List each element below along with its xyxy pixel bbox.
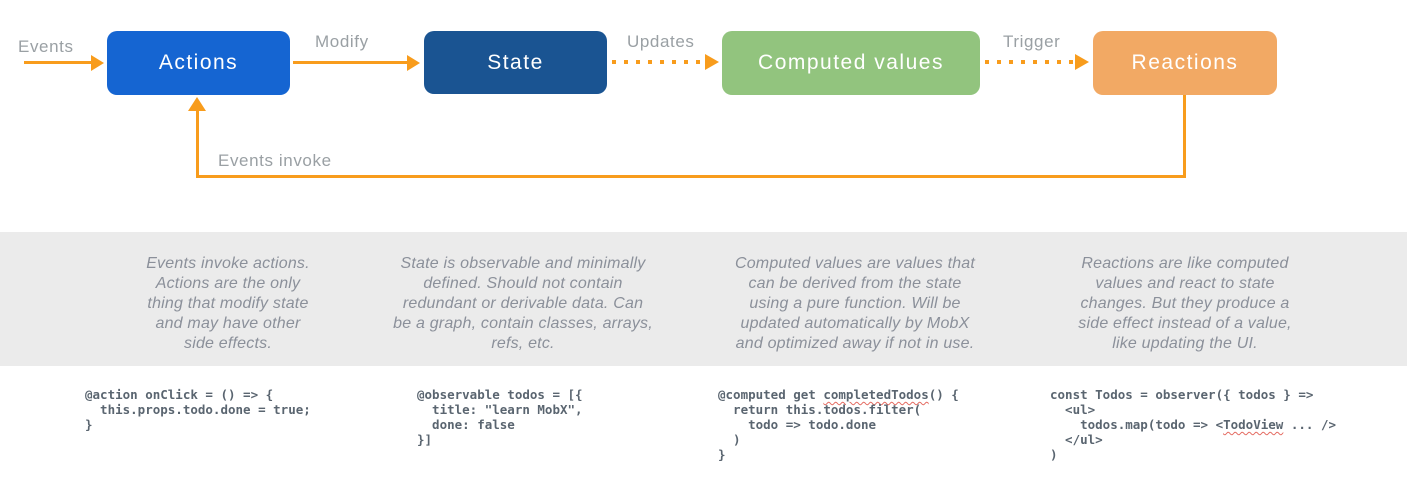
feedback-line-down — [1183, 95, 1186, 178]
code-snippet-computed-before: @computed get — [718, 387, 824, 402]
node-computed-values-label: Computed values — [758, 51, 944, 74]
node-actions: Actions — [107, 31, 290, 95]
edge-label-trigger: Trigger — [1003, 32, 1061, 51]
code-examples-row: @action onClick = () => { this.props.tod… — [0, 366, 1407, 483]
code-snippet-observer-misspelled-word: TodoView — [1223, 417, 1284, 432]
node-reactions: Reactions — [1093, 31, 1277, 95]
description-state: State is observable and minimally define… — [393, 255, 653, 352]
arrow-events-to-actions — [24, 61, 91, 64]
code-snippet-action: @action onClick = () => { this.props.tod… — [85, 387, 311, 432]
node-actions-label: Actions — [158, 51, 239, 74]
node-computed-values: Computed values — [722, 31, 980, 95]
code-snippet-computed-after: () { return this.todos.filter( todo => t… — [718, 387, 959, 462]
edge-label-events-invoke: Events invoke — [218, 151, 332, 170]
mobx-flow-diagram: Events Actions Modify State Updates Comp… — [0, 0, 1407, 232]
description-actions: Events invoke actions. Actions are the o… — [146, 255, 310, 352]
code-snippet-observable: @observable todos = [{ title: "learn Mob… — [417, 387, 583, 447]
node-state-label: State — [487, 50, 544, 74]
code-snippet-computed: @computed get completedTodos() { return … — [718, 387, 959, 462]
edge-label-updates: Updates — [627, 32, 695, 51]
dotted-arrow-computed-to-reactions — [985, 60, 1074, 64]
edge-label-modify: Modify — [315, 32, 369, 51]
code-snippet-observable-text: @observable todos = [{ title: "learn Mob… — [417, 387, 583, 447]
description-reactions: Reactions are like computed values and r… — [1078, 255, 1292, 352]
feedback-arrowhead-up — [188, 97, 206, 111]
code-snippet-observer: const Todos = observer({ todos } => <ul>… — [1050, 387, 1336, 462]
feedback-line-up — [196, 109, 199, 178]
description-computed-values: Computed values are values that can be d… — [734, 255, 976, 352]
dotted-arrow-state-to-computed — [612, 60, 704, 64]
code-snippet-observer-after: ... /> </ul> ) — [1050, 417, 1336, 462]
description-band: Events invoke actions. Actions are the o… — [0, 232, 1407, 366]
code-snippet-observer-before: const Todos = observer({ todos } => <ul>… — [1050, 387, 1314, 432]
feedback-line-across — [196, 175, 1186, 178]
code-snippet-computed-misspelled-word: completedTodos — [823, 387, 929, 402]
code-snippet-action-text: @action onClick = () => { this.props.tod… — [85, 387, 311, 432]
edge-label-events: Events — [18, 37, 74, 56]
node-reactions-label: Reactions — [1131, 51, 1239, 74]
node-state: State — [424, 31, 607, 94]
arrow-actions-to-state — [293, 61, 407, 64]
